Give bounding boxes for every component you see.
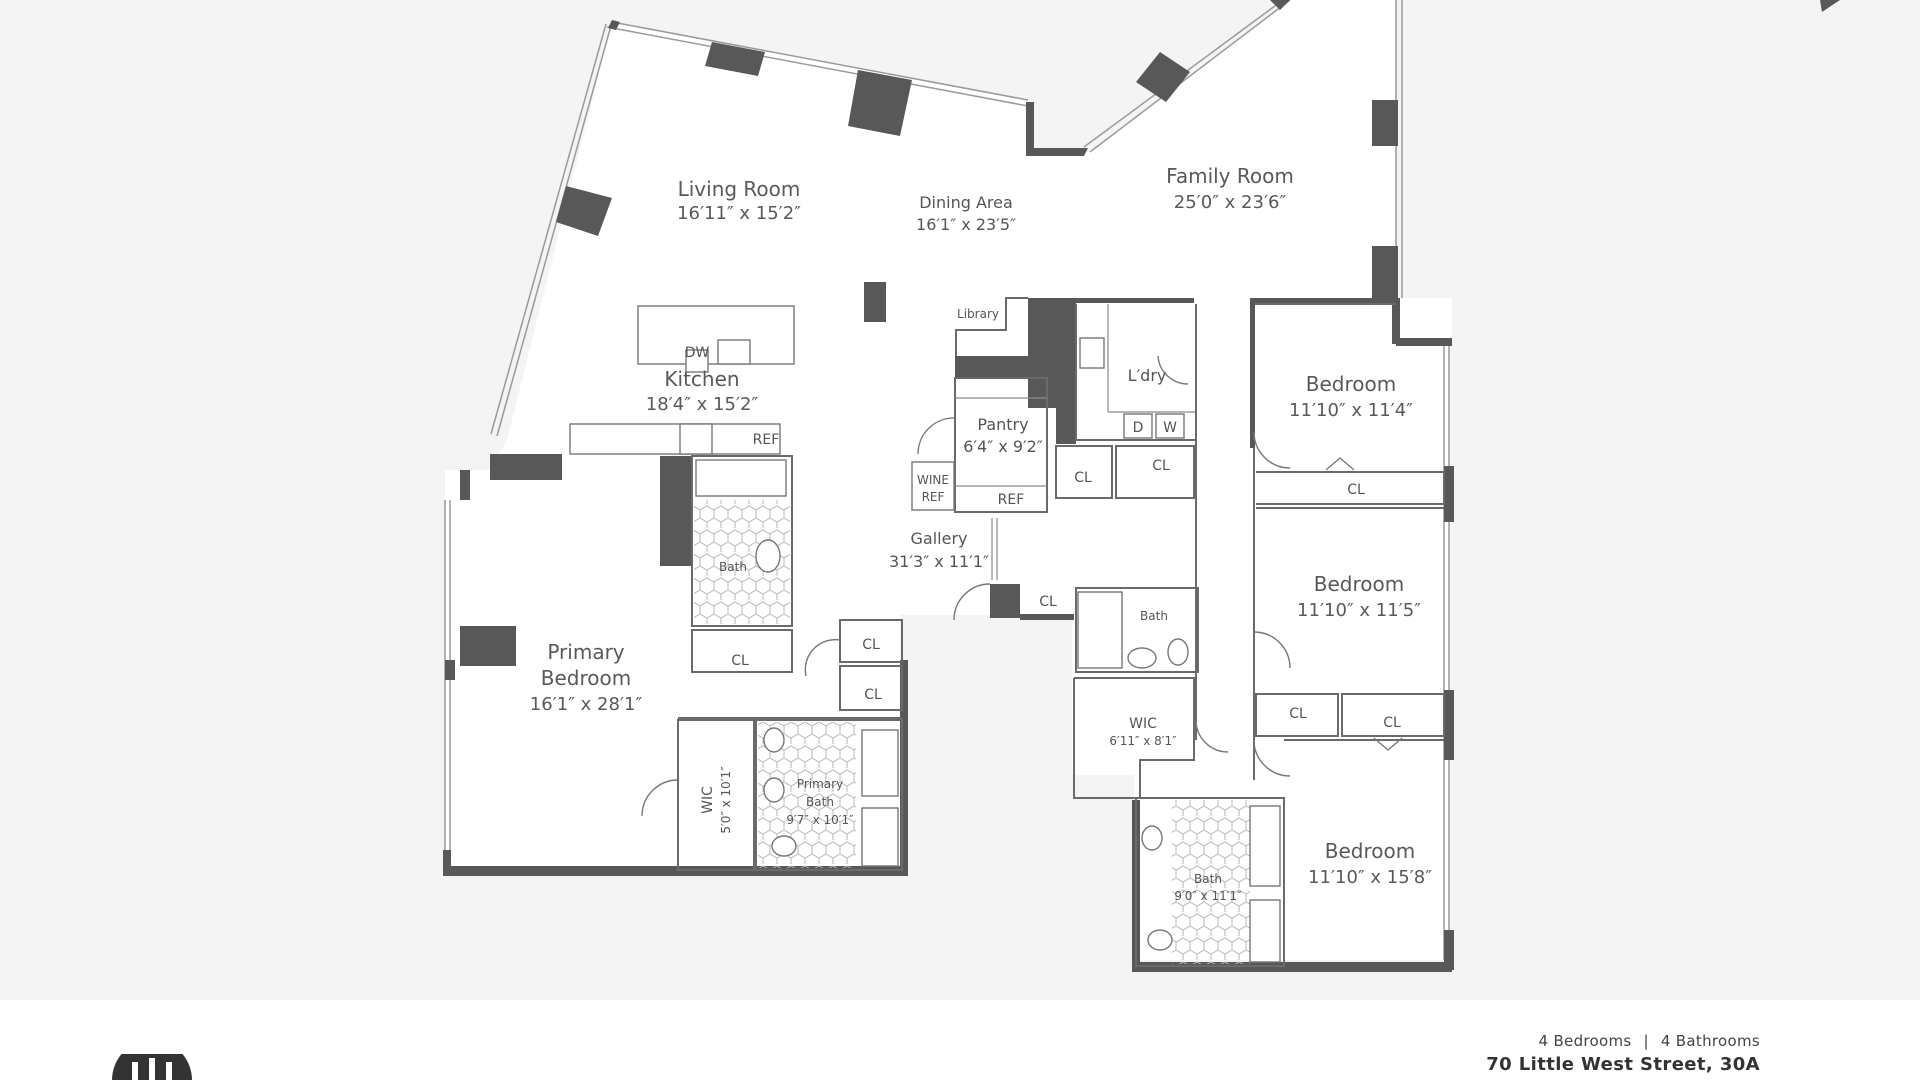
primary-bath-name-2: Bath [806,795,834,809]
dryer-label: D [1133,420,1144,436]
dining-area-name: Dining Area [919,193,1013,212]
logo-mark-icon [112,1054,192,1080]
property-address: 70 Little West Street, 30A [1486,1054,1760,1075]
bedroom-count: 4 Bedrooms [1538,1032,1632,1050]
bath-2-name: Bath [1140,609,1168,623]
partitions [569,297,1445,967]
primary-bath-name-1: Primary [797,777,843,791]
bathroom-count: 4 Bathrooms [1660,1032,1760,1050]
closet-label: CL [862,637,880,653]
pantry-dims: 6′4″ x 9′2″ [963,437,1043,456]
summary-separator: | [1643,1032,1649,1050]
closet-label: CL [1347,482,1365,498]
primary-bedroom-dims: 16′1″ x 28′1″ [530,694,643,715]
bath-3-dims: 9′0″ x 11′1″ [1174,889,1242,903]
closet-label: CL [1152,458,1170,474]
wine-ref [911,461,955,511]
family-room-dims: 25′0″ x 23′6″ [1174,192,1287,213]
primary-wic-dims: 5′0″ x 10′1″ [719,766,733,834]
closet-label: CL [1039,594,1057,610]
tile-floors [694,500,1250,964]
closet-label: CL [731,653,749,669]
pantry-name: Pantry [977,415,1028,434]
exterior-outline [444,0,1450,960]
property-summary: 4 Bedrooms | 4 Bathrooms [1539,1032,1760,1050]
floor-plan: Living Room 16′11″ x 15′2″ Dining Area 1… [443,0,1840,972]
bedroom-2-name: Bedroom [1314,572,1404,596]
closet-label: CL [864,687,882,703]
bath-3-name: Bath [1194,872,1222,886]
bath-1-name: Bath [719,560,747,574]
refrigerator-label: REF [753,432,780,448]
primary-wic-name: WIC [700,786,716,814]
fixtures [679,337,1281,963]
living-room-name: Living Room [678,177,801,201]
bedroom-1-name: Bedroom [1306,372,1396,396]
bedroom-1-dims: 11′10″ x 11′4″ [1289,400,1413,421]
gallery-name: Gallery [911,529,968,548]
wine-ref-label-2: REF [922,490,945,504]
primary-bedroom-name-2: Bedroom [541,666,631,690]
compass-arrow-icon [1820,0,1840,12]
kitchen-island [637,305,795,365]
kitchen-dims: 18′4″ x 15′2″ [646,394,759,415]
wic-2-name: WIC [1129,716,1157,732]
dining-area-dims: 16′1″ x 23′5″ [916,215,1016,234]
closet-label: CL [1289,706,1307,722]
primary-bath-dims: 9′7″ x 10′1″ [786,813,854,827]
primary-bedroom-name-1: Primary [547,640,624,664]
bedroom-3-name: Bedroom [1325,839,1415,863]
wic-2-dims: 6′11″ x 8′1″ [1109,734,1177,748]
pantry-ref-label: REF [998,492,1025,508]
kitchen-name: Kitchen [664,367,739,391]
room-labels: Living Room 16′11″ x 15′2″ Dining Area 1… [530,164,1432,903]
library-name: Library [957,307,999,321]
bedroom-2-dims: 11′10″ x 11′5″ [1297,600,1421,621]
closet-label: CL [1074,470,1092,486]
living-room-dims: 16′11″ x 15′2″ [677,203,801,224]
closet-label: CL [1383,715,1401,731]
kitchen-counter [569,423,781,455]
pantry-room [954,377,1048,513]
wine-ref-label-1: WINE [917,473,949,487]
walls [443,0,1454,972]
doors [641,355,1403,817]
washer-label: W [1163,420,1177,436]
dishwasher-label: DW [685,345,710,361]
bedroom-3-dims: 11′10″ x 15′8″ [1308,867,1432,888]
family-room-name: Family Room [1166,164,1294,188]
laundry-name: L′dry [1128,366,1167,385]
gallery-dims: 31′3″ x 11′1″ [889,552,989,571]
footer-bar: 4 Bedrooms | 4 Bathrooms 70 Little West St… [0,1000,1920,1080]
